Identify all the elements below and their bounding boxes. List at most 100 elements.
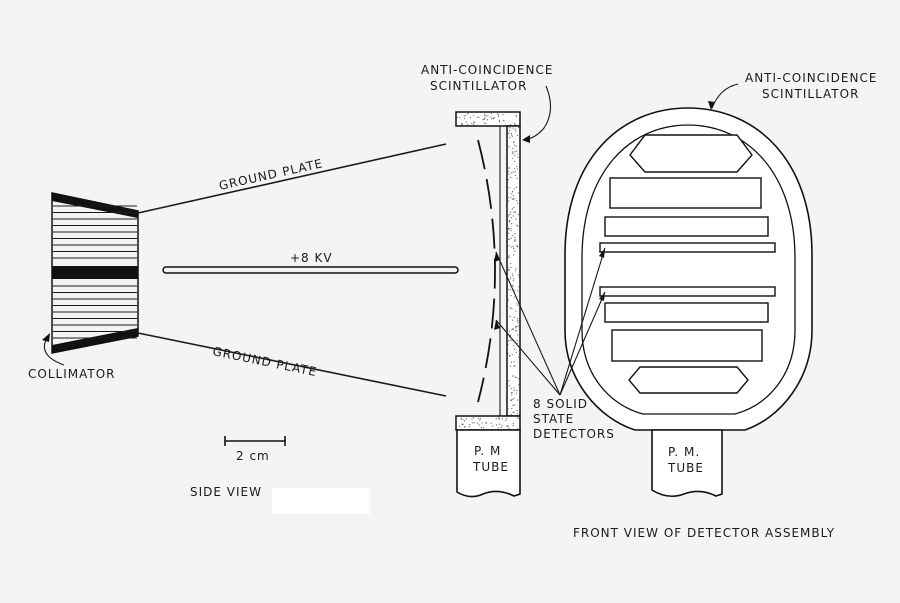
front-detector-assembly <box>564 107 813 498</box>
scintillator-speck <box>516 412 518 415</box>
scintillator-speck <box>509 124 511 126</box>
scintillator-speck <box>511 407 513 410</box>
scintillator-speck <box>507 232 510 234</box>
scintillator-speck <box>508 200 510 202</box>
scintillator-speck <box>508 238 510 240</box>
leader-side-scintillator <box>523 85 552 141</box>
scintillator-speck <box>512 404 514 407</box>
scintillator-speck <box>492 118 495 120</box>
scintillator-speck <box>511 198 513 200</box>
scintillator-speck <box>516 340 518 342</box>
scintillator-speck <box>508 339 510 342</box>
scintillator-speck <box>511 157 514 160</box>
scintillator-speck <box>517 126 520 129</box>
scintillator-speck <box>471 422 473 424</box>
scintillator-speck <box>512 215 514 217</box>
label-scintillator-side-2: SCINTILLATOR <box>430 79 527 93</box>
scintillator-speck <box>490 422 492 424</box>
scintillator-speck <box>517 304 519 306</box>
scintillator-speck <box>466 124 469 126</box>
scintillator-speck <box>473 121 475 123</box>
scintillator-speck <box>508 245 510 247</box>
scintillator-speck <box>512 328 514 330</box>
scintillator-speck <box>478 424 480 426</box>
scintillator-speck <box>511 193 513 195</box>
scintillator-speck <box>464 115 467 117</box>
scintillator-speck <box>477 417 479 419</box>
scintillator-speck <box>516 303 518 305</box>
scintillator-speck <box>471 123 473 125</box>
label-voltage: +8 KV <box>290 251 333 265</box>
scintillator-speck <box>515 145 517 147</box>
scintillator-speck <box>473 422 475 424</box>
scintillator-speck <box>514 250 516 252</box>
scintillator-speck <box>517 416 519 418</box>
scintillator-speck <box>463 115 465 117</box>
scintillator-speck <box>513 365 515 367</box>
scintillator-speck <box>507 352 509 355</box>
scintillator-speck <box>459 117 461 119</box>
scintillator-speck <box>514 270 516 272</box>
scintillator-speck <box>514 124 516 126</box>
scintillator-speck <box>511 152 513 154</box>
scintillator-speck <box>513 141 515 143</box>
scintillator-speck <box>486 119 489 121</box>
pointer-lines <box>495 247 606 396</box>
scintillator-speck <box>517 274 520 276</box>
scintillator-speck <box>515 351 517 353</box>
label-pm-tube-front-2: TUBE <box>667 461 704 475</box>
scintillator-speck <box>510 334 512 336</box>
scintillator-speck <box>512 245 514 248</box>
scintillator-speck <box>516 177 518 179</box>
scintillator-speck <box>517 213 520 216</box>
scintillator-speck <box>514 239 516 241</box>
scintillator-speck <box>510 399 512 401</box>
scintillator-speck <box>508 385 510 387</box>
scintillator-speck <box>513 195 515 197</box>
label-scale: 2 cm <box>236 449 270 463</box>
scintillator-speck <box>497 427 499 429</box>
scintillator-speck <box>516 330 518 332</box>
scintillator-speck <box>512 275 514 277</box>
scintillator-speck <box>514 211 517 213</box>
scintillator-speck <box>501 424 503 427</box>
scintillator-speck <box>516 389 518 392</box>
side-detector-assembly <box>455 111 521 498</box>
scintillator-speck <box>498 121 501 123</box>
scintillator-speck <box>517 417 520 419</box>
scintillator-speck <box>517 225 519 227</box>
scintillator-speck <box>498 120 500 122</box>
scintillator-speck <box>509 289 512 291</box>
scintillator-speck <box>518 356 520 358</box>
scintillator-speck <box>509 315 511 317</box>
scintillator-speck <box>508 167 510 170</box>
scintillator-speck <box>467 113 469 115</box>
scintillator-speck <box>510 294 512 297</box>
scintillator-speck <box>515 327 517 329</box>
scintillator-speck <box>512 148 514 150</box>
scintillator-speck <box>507 133 509 135</box>
scintillator-speck <box>516 153 518 155</box>
scintillator-speck <box>484 122 486 125</box>
high-voltage-electrode <box>162 266 459 274</box>
scintillator-speck <box>507 408 509 410</box>
scintillator-speck <box>517 334 519 336</box>
scintillator-speck <box>516 428 519 430</box>
label-pm-tube-front-1: P. M. <box>668 445 700 459</box>
scintillator-speck <box>490 116 492 118</box>
scintillator-speck <box>495 424 498 426</box>
scintillator-speck <box>515 310 517 312</box>
scintillator-speck <box>516 409 518 412</box>
pointer-arrowheads <box>494 248 605 330</box>
scintillator-speck <box>514 155 516 157</box>
scintillator-speck <box>510 217 513 219</box>
scintillator-speck <box>511 329 513 331</box>
scintillator-speck <box>483 427 485 429</box>
label-detectors-1: 8 SOLID <box>533 397 588 411</box>
scintillator-speck <box>518 383 520 385</box>
scintillator-speck <box>507 238 509 240</box>
scintillator-speck <box>478 419 480 421</box>
scintillator-speck <box>479 418 482 420</box>
scintillator-speck <box>509 365 512 367</box>
scintillator-speck <box>484 115 486 117</box>
